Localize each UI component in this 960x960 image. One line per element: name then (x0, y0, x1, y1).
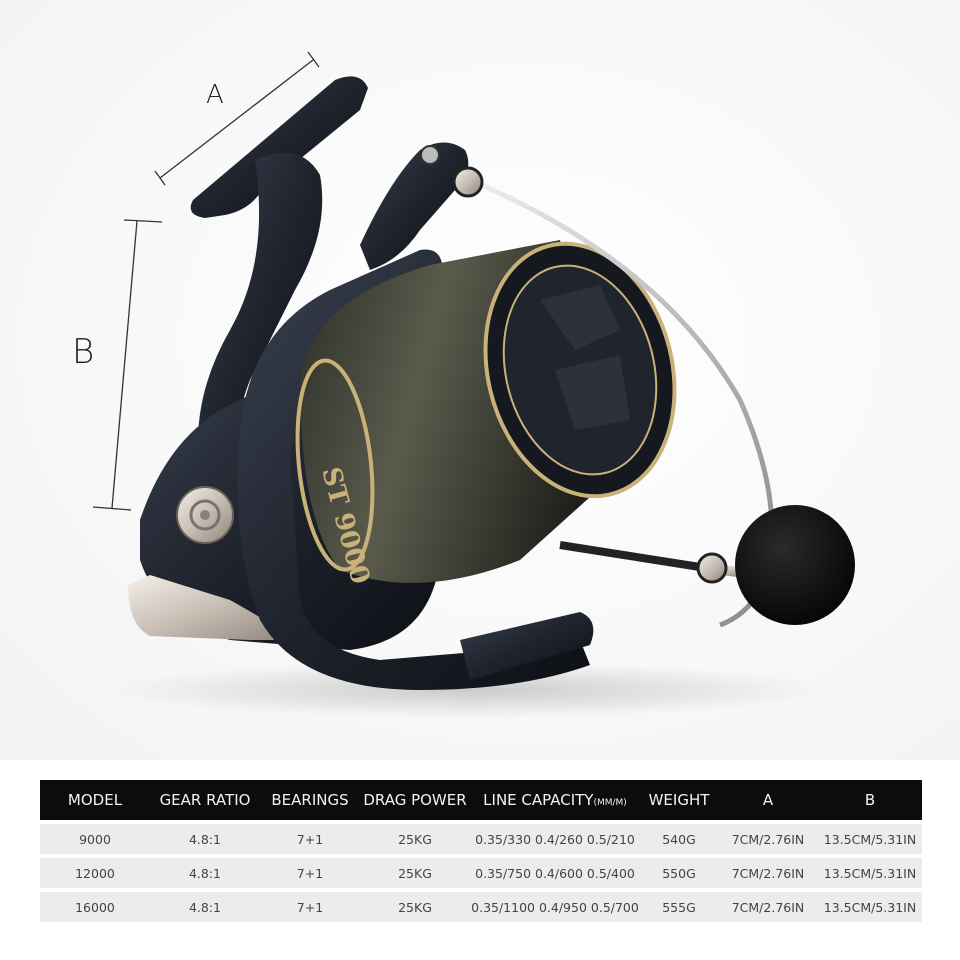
table-row: 9000 4.8:1 7+1 25KG 0.35/330 0.4/260 0.5… (40, 824, 922, 854)
reel-base-silver (128, 575, 300, 640)
fishing-reel-photo: ST 9000 (0, 0, 960, 760)
dimension-label-b: B (72, 332, 95, 372)
dimension-line-a (154, 51, 320, 186)
header-drag-power: DRAG POWER (360, 780, 470, 820)
header-weight: WEIGHT (640, 780, 718, 820)
cell-bearings: 7+1 (260, 824, 360, 854)
table-row: 12000 4.8:1 7+1 25KG 0.35/750 0.4/600 0.… (40, 858, 922, 888)
cell-b: 13.5CM/5.31IN (818, 892, 922, 922)
header-bearings: BEARINGS (260, 780, 360, 820)
cell-line-capacity: 0.35/750 0.4/600 0.5/400 (470, 858, 640, 888)
cell-line-capacity: 0.35/1100 0.4/950 0.5/700 (470, 892, 640, 922)
spool: ST 9000 (295, 240, 677, 587)
cell-drag-power: 25KG (360, 892, 470, 922)
header-line-capacity-unit: (MM/M) (593, 798, 627, 808)
reel-stem (198, 152, 323, 480)
cell-gear-ratio: 4.8:1 (150, 858, 260, 888)
header-line-capacity: LINE CAPACITY(MM/M) (470, 780, 640, 820)
header-model: MODEL (40, 780, 150, 820)
bail-arm-bottom (460, 612, 594, 680)
reel-foot (190, 76, 368, 218)
cell-a: 7CM/2.76IN (718, 824, 818, 854)
header-a: A (718, 780, 818, 820)
spec-table-header: MODEL GEAR RATIO BEARINGS DRAG POWER LIN… (40, 780, 922, 820)
cell-model: 9000 (40, 824, 150, 854)
handle-knob (735, 505, 855, 625)
cell-drag-power: 25KG (360, 824, 470, 854)
header-b: B (818, 780, 922, 820)
handle-shaft (559, 541, 701, 571)
cell-bearings: 7+1 (260, 858, 360, 888)
header-line-capacity-text: LINE CAPACITY (483, 791, 594, 809)
cell-model: 12000 (40, 858, 150, 888)
cell-drag-power: 25KG (360, 858, 470, 888)
cell-gear-ratio: 4.8:1 (150, 824, 260, 854)
cell-weight: 550G (640, 858, 718, 888)
cell-gear-ratio: 4.8:1 (150, 892, 260, 922)
header-gear-ratio: GEAR RATIO (150, 780, 260, 820)
cell-bearings: 7+1 (260, 892, 360, 922)
cell-b: 13.5CM/5.31IN (818, 824, 922, 854)
cell-a: 7CM/2.76IN (718, 858, 818, 888)
cell-b: 13.5CM/5.31IN (818, 858, 922, 888)
rotor-arm-top (360, 142, 469, 270)
cell-model: 16000 (40, 892, 150, 922)
cell-line-capacity: 0.35/330 0.4/260 0.5/210 (470, 824, 640, 854)
spec-table: MODEL GEAR RATIO BEARINGS DRAG POWER LIN… (40, 780, 922, 922)
dimension-label-a: A (206, 80, 224, 110)
cell-weight: 540G (640, 824, 718, 854)
dimension-line-b (92, 219, 163, 511)
cell-a: 7CM/2.76IN (718, 892, 818, 922)
cell-weight: 555G (640, 892, 718, 922)
table-row: 16000 4.8:1 7+1 25KG 0.35/1100 0.4/950 0… (40, 892, 922, 922)
